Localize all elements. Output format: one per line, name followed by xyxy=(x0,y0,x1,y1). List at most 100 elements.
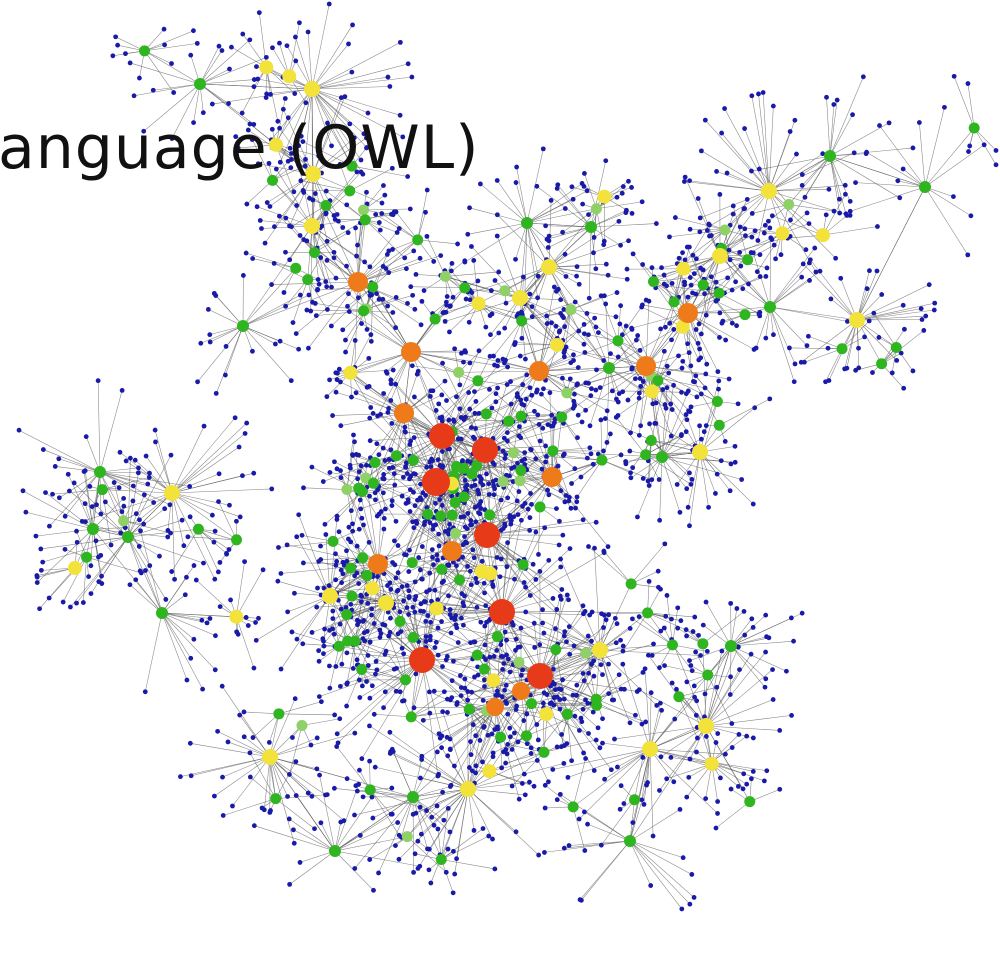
leaf-node xyxy=(548,198,554,203)
graph-edge xyxy=(526,183,583,224)
graph-edge xyxy=(599,644,673,651)
leaf-node xyxy=(449,678,455,684)
graph-edge xyxy=(430,788,469,884)
leaf-node xyxy=(584,311,590,316)
leaf-node xyxy=(335,740,341,746)
graph-edge xyxy=(272,165,306,181)
leaf-node xyxy=(393,518,399,524)
leaf-node xyxy=(736,732,742,737)
leaf-node xyxy=(348,508,354,514)
leaf-node xyxy=(325,307,330,312)
graph-edge xyxy=(199,79,255,85)
graph-edge xyxy=(171,475,243,494)
graph-edge xyxy=(410,351,466,418)
leaf-node xyxy=(605,272,611,278)
leaf-node xyxy=(195,379,200,385)
leaf-node xyxy=(83,434,89,440)
leaf-node xyxy=(562,629,568,635)
graph-edge xyxy=(548,266,597,328)
leaf-node xyxy=(660,387,666,392)
leaf-node xyxy=(540,425,546,431)
leaf-node xyxy=(799,172,805,177)
graph-edge xyxy=(730,645,732,695)
graph-edge xyxy=(661,410,689,458)
leaf-node xyxy=(37,606,42,612)
leaf-node xyxy=(529,392,535,398)
leaf-node xyxy=(467,406,473,412)
graph-edge xyxy=(82,492,173,522)
leaf-node xyxy=(323,532,329,537)
leaf-node xyxy=(419,757,425,762)
leaf-node xyxy=(601,448,606,454)
leaf-node xyxy=(633,712,638,718)
leaf-node xyxy=(356,581,362,586)
graph-edge xyxy=(127,508,165,538)
leaf-node xyxy=(403,464,409,470)
leaf-node xyxy=(489,731,495,737)
leaf-node xyxy=(381,391,387,396)
graph-edge xyxy=(439,569,442,606)
leaf-node xyxy=(614,621,620,627)
graph-edge xyxy=(332,412,405,416)
leaf-node xyxy=(636,432,642,438)
leaf-node xyxy=(435,652,441,658)
leaf-node xyxy=(763,273,769,279)
leaf-node xyxy=(570,405,576,411)
leaf-node xyxy=(632,376,638,382)
leaf-node xyxy=(728,461,734,467)
graph-edge xyxy=(401,796,414,838)
graph-edge xyxy=(572,806,586,851)
leaf-node xyxy=(308,308,314,314)
graph-edge xyxy=(275,98,286,145)
leaf-node xyxy=(471,828,477,833)
leaf-node xyxy=(718,458,724,464)
leaf-node xyxy=(16,427,22,433)
leaf-node xyxy=(518,672,524,678)
leaf-node xyxy=(569,758,575,764)
leaf-node xyxy=(62,513,68,519)
graph-edge xyxy=(645,301,675,367)
leaf-node xyxy=(264,91,270,97)
leaf-node xyxy=(695,340,701,346)
leaf-node xyxy=(508,379,513,384)
leaf-node xyxy=(509,466,514,471)
leaf-node xyxy=(335,218,341,224)
leaf-node xyxy=(336,529,342,535)
leaf-node xyxy=(119,509,125,515)
leaf-node xyxy=(504,652,509,658)
leaf-node xyxy=(703,796,709,801)
leaf-node xyxy=(646,483,652,488)
leaf-node xyxy=(520,274,526,280)
leaf-node xyxy=(516,796,522,802)
graph-edge xyxy=(484,626,496,708)
leaf-node xyxy=(519,458,525,464)
graph-edge xyxy=(334,784,359,852)
leaf-node xyxy=(487,654,493,660)
graph-edge xyxy=(421,481,437,580)
leaf-node xyxy=(604,408,610,414)
leaf-node xyxy=(574,682,580,688)
graph-edge xyxy=(464,287,521,299)
leaf-node xyxy=(742,126,747,131)
graph-edge xyxy=(411,524,425,563)
leaf-node xyxy=(626,178,631,184)
leaf-node xyxy=(740,786,746,792)
graph-edge xyxy=(684,177,721,257)
graph-edge xyxy=(480,183,528,224)
leaf-node xyxy=(138,528,143,534)
leaf-node xyxy=(727,488,733,494)
light-green-node xyxy=(449,527,461,539)
graph-edge xyxy=(617,340,641,379)
leaf-node xyxy=(188,655,194,661)
leaf-node xyxy=(374,667,380,673)
leaf-node xyxy=(696,632,701,638)
graph-edge xyxy=(314,232,349,253)
leaf-node xyxy=(425,613,431,618)
graph-edge xyxy=(365,477,379,565)
graph-edge xyxy=(599,649,631,723)
leaf-node xyxy=(224,551,229,556)
leaf-node xyxy=(591,768,597,773)
leaf-node xyxy=(597,745,603,751)
leaf-node xyxy=(293,331,299,336)
leaf-node xyxy=(556,542,562,548)
